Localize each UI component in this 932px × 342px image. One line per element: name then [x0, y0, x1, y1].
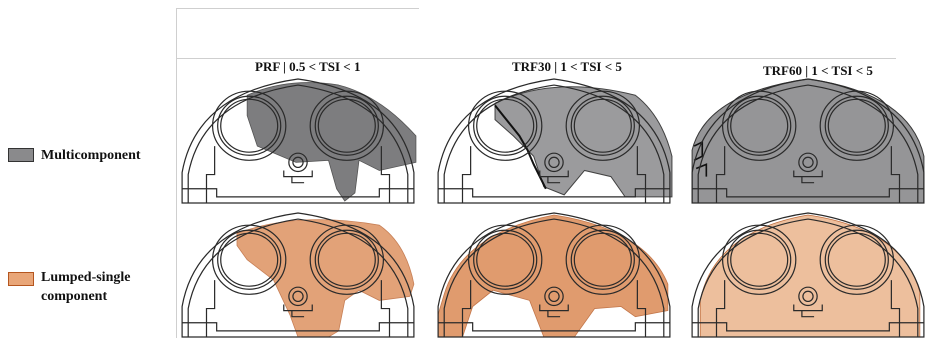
legend-label-lumped-line1: Lumped-single	[41, 269, 130, 286]
panel-multicomponent-trf60	[686, 74, 930, 208]
panel-lumped-trf30	[432, 208, 676, 342]
panel-multicomponent-trf30	[432, 74, 676, 208]
column-title-trf30: TRF30 | 1 < TSI < 5	[512, 59, 622, 75]
legend-label-multicomponent: Multicomponent	[41, 147, 141, 164]
panel-lumped-prf	[176, 208, 420, 342]
legend-label-lumped: Lumped-single component	[41, 269, 130, 305]
legend-swatch-multicomponent	[8, 148, 34, 162]
column-title-prf: PRF | 0.5 < TSI < 1	[255, 59, 360, 75]
legend-swatch-lumped	[8, 272, 34, 286]
legend-label-lumped-line2: component	[41, 288, 130, 305]
frame-line-top	[176, 8, 419, 9]
panel-multicomponent-prf	[176, 74, 420, 208]
panel-lumped-trf60	[686, 208, 930, 342]
